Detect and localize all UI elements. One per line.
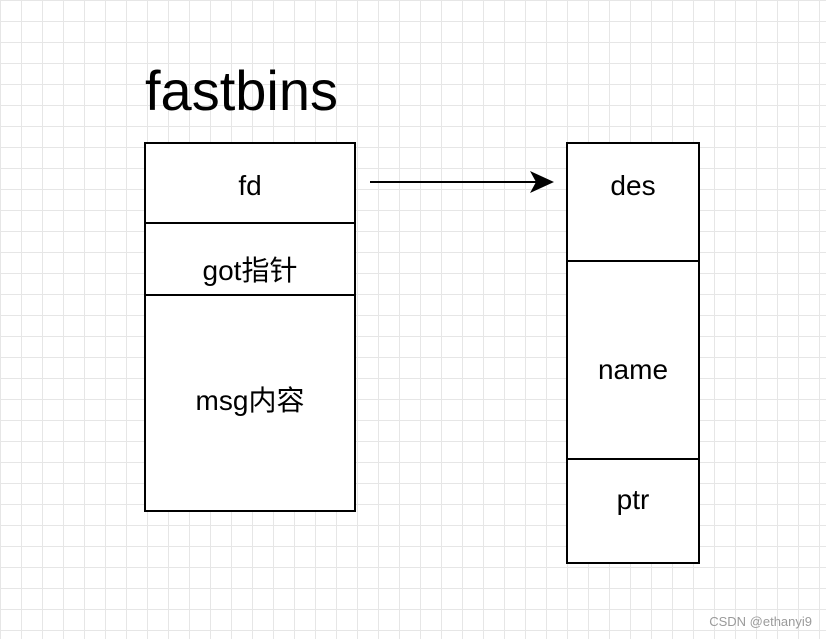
chunk-cell-got-pointer: got指针 — [146, 224, 354, 296]
chunk-cell-fd: fd — [146, 144, 354, 224]
struct-cell-name-label: name — [597, 354, 669, 385]
struct-cell-ptr: ptr — [568, 460, 698, 562]
struct-cell-des-label: des — [610, 170, 656, 201]
struct-cell-ptr-label: ptr — [616, 484, 650, 515]
chunk-cell-got-pointer-label: got指针 — [202, 255, 298, 286]
diagram-title: fastbins — [145, 59, 338, 122]
chunk-cell-msg-content-label: msg内容 — [195, 385, 305, 416]
chunk-cell-msg-content: msg内容 — [146, 296, 354, 510]
fastbin-chunk: fd got指针 msg内容 — [144, 142, 356, 512]
watermark: CSDN @ethanyi9 — [709, 614, 812, 629]
struct-cell-name: name — [568, 262, 698, 460]
chunk-cell-fd-label: fd — [238, 170, 262, 201]
struct-cell-des: des — [568, 144, 698, 262]
target-struct: des name ptr — [566, 142, 700, 564]
pointer-arrow-head — [530, 171, 554, 193]
